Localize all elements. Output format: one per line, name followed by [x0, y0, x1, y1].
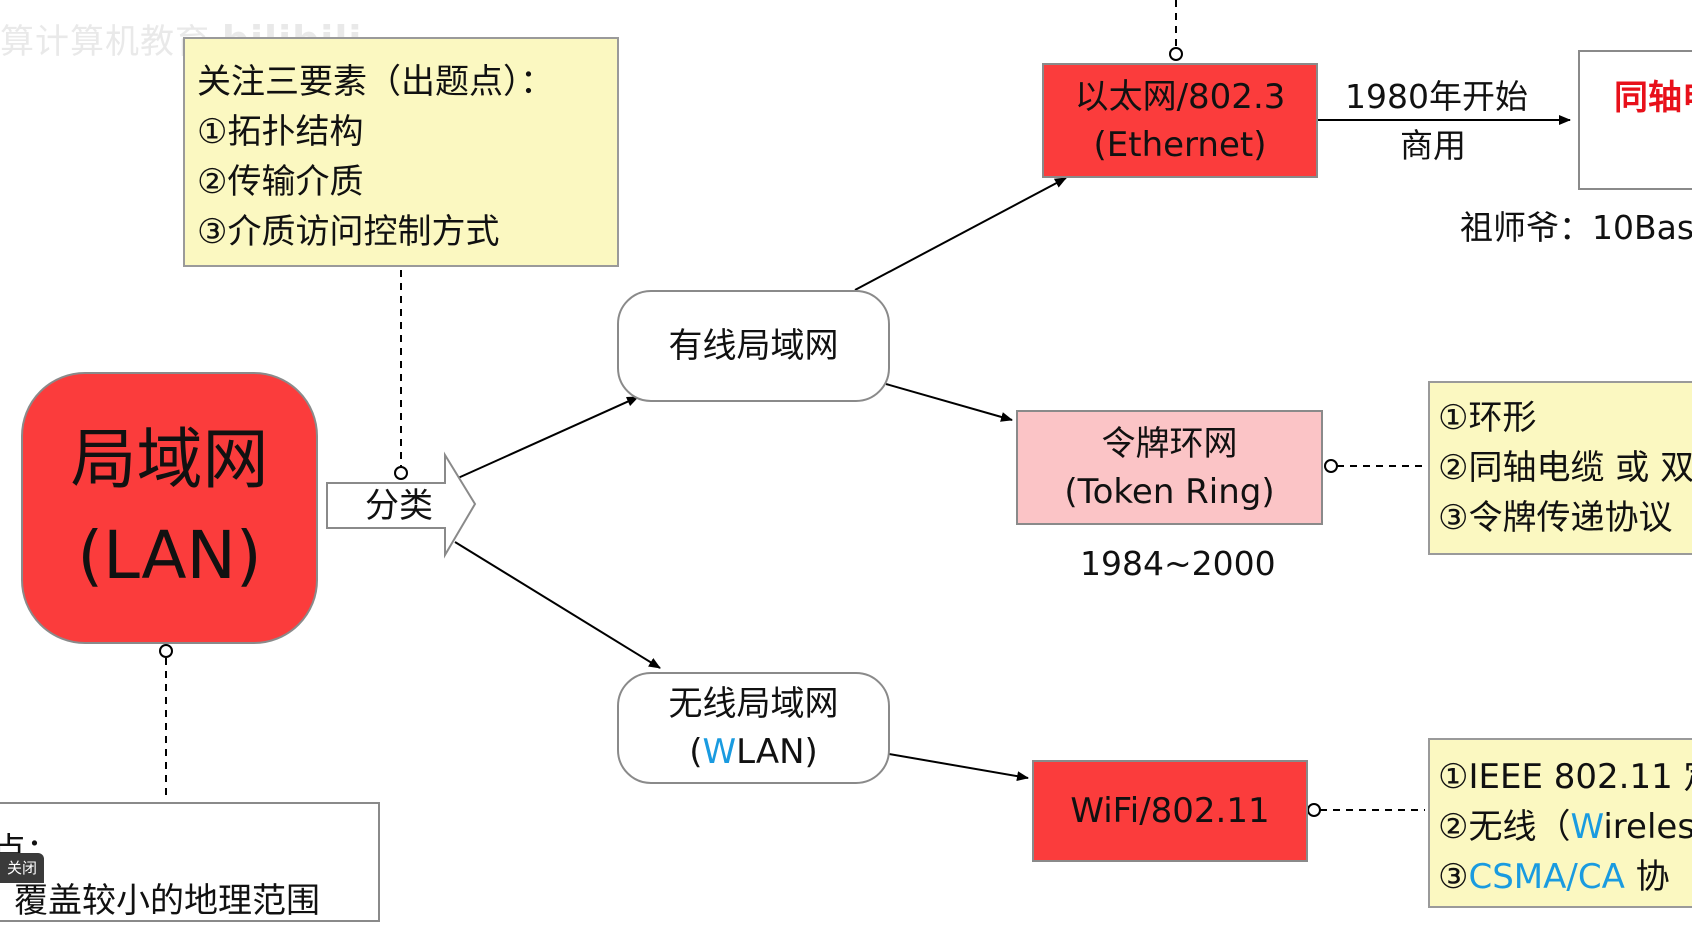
connector-dot-token [1324, 459, 1338, 473]
note-item-medium: ②传输介质 [197, 162, 364, 202]
edge-wired-ethernet [854, 177, 1067, 291]
characteristics-item1: 覆盖较小的地理范围 [14, 881, 320, 921]
token-note-item1: ①环形 [1438, 398, 1537, 438]
node-wired-lan: 有线局域网 [617, 290, 890, 402]
token-ring-years: 1984~2000 [1080, 544, 1276, 583]
edge-ethernet-label-line2: 商用 [1400, 126, 1466, 165]
wifi-note-item2-w: W [1570, 807, 1604, 847]
node-lan-line2: (LAN) [77, 517, 262, 594]
note-item-topology: ①拓扑结构 [197, 112, 364, 152]
connector-dot-wifi [1307, 803, 1321, 817]
edge-ethernet-label-line1: 1980年开始 [1345, 77, 1528, 116]
note-wifi: ①IEEE 802.11 定 ②无线（Wireles ③CSMA/CA 协 [1428, 738, 1692, 908]
node-wireless-line2: (WLAN) [689, 728, 818, 776]
node-lan-line1: 局域网 [70, 421, 269, 498]
connectors [159, 0, 1571, 817]
note-title: 关注三要素（出题点）： [197, 62, 554, 102]
wifi-note-item3-csma: CSMA/CA [1468, 857, 1625, 897]
ancestor-label: 祖师爷：10Bas [1460, 208, 1692, 247]
node-ethernet-line2: (Ethernet) [1093, 124, 1267, 165]
wifi-note-item2: ②无线（Wireles [1438, 802, 1692, 852]
node-wired-label: 有线局域网 [668, 326, 839, 366]
node-wireless-lan: 无线局域网 (WLAN) [617, 672, 890, 784]
wifi-note-item3-b: 协 [1624, 857, 1670, 897]
close-chip[interactable]: 关闭 [0, 853, 44, 883]
wifi-note-item3-a: ③ [1438, 857, 1469, 897]
token-note-item3: ③令牌传递协议 [1438, 498, 1673, 538]
node-token-ring: 令牌环网 (Token Ring) [1016, 410, 1323, 525]
token-note-item2: ②同轴电缆 或 双 [1438, 448, 1692, 488]
wifi-note-item2-b: ireles [1603, 807, 1692, 847]
node-wifi: WiFi/802.11 [1032, 760, 1308, 862]
wifi-note-item3: ③CSMA/CA 协 [1438, 852, 1692, 902]
edge-classify-wireless [454, 541, 661, 669]
classify-arrow-label: 分类 [365, 486, 433, 526]
edge-classify-wired [457, 396, 639, 479]
node-wifi-label: WiFi/802.11 [1070, 791, 1270, 831]
edge-wireless-wifi [888, 753, 1029, 782]
watermark-text: 算计算机教育 [0, 22, 210, 62]
node-wireless-rest: LAN) [736, 732, 818, 772]
node-token-line2: (Token Ring) [1064, 471, 1275, 512]
wifi-note-item2-a: ②无线（ [1438, 807, 1571, 847]
node-wireless-line1: 无线局域网 [668, 684, 839, 724]
node-lan: 局域网 (LAN) [21, 372, 318, 644]
close-chip-label: 关闭 [6, 859, 37, 877]
node-ethernet: 以太网/802.3 (Ethernet) [1042, 63, 1318, 178]
node-coax-label: 同轴电 [1614, 78, 1692, 118]
node-token-line1: 令牌环网 [1101, 423, 1238, 464]
characteristics-title: 点： [0, 831, 60, 871]
connector-dot-main [159, 644, 173, 658]
note-three-elements: 关注三要素（出题点）： ①拓扑结构 ②传输介质 ③介质访问控制方式 [183, 37, 619, 267]
node-ethernet-line1: 以太网/802.3 [1074, 76, 1286, 117]
node-wireless-open: ( [689, 732, 703, 772]
note-item-access-control: ③介质访问控制方式 [197, 212, 500, 252]
classify-arrow-shape [326, 451, 477, 559]
wifi-note-item1: ①IEEE 802.11 定 [1438, 757, 1692, 797]
note-token-ring: ①环形 ②同轴电缆 或 双 ③令牌传递协议 [1428, 381, 1692, 555]
node-coax: 同轴电 [1578, 50, 1692, 190]
connector-dot-note [394, 466, 408, 480]
connector-dot-ethernet [1169, 47, 1183, 61]
node-wireless-w: W [702, 732, 737, 772]
note-characteristics: 点： 覆盖较小的地理范围 [0, 802, 380, 922]
edge-wired-tokenring [885, 383, 1013, 422]
